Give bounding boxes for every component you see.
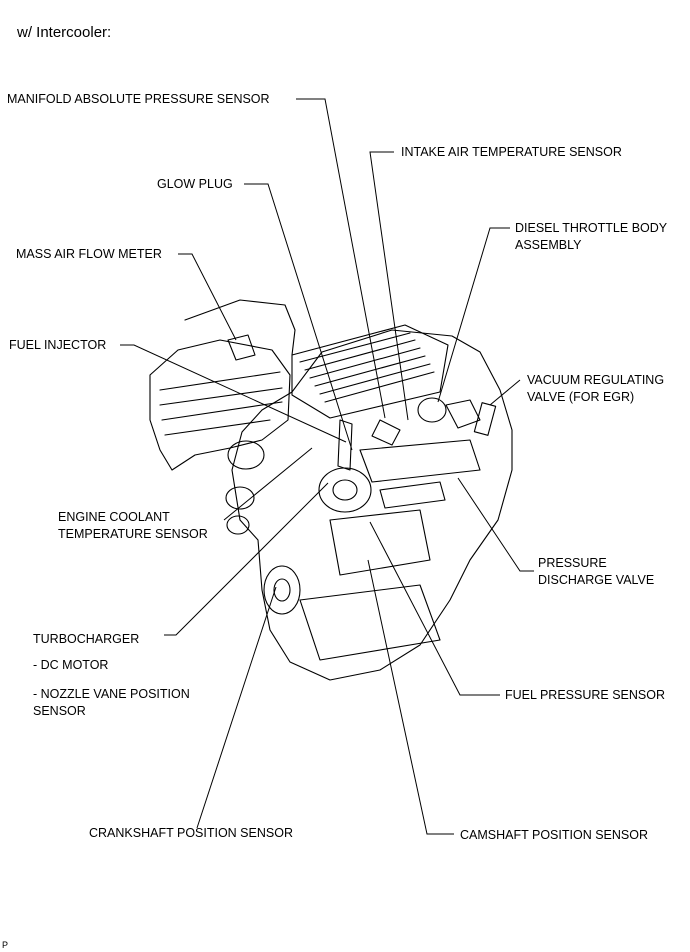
label-engine-coolant-temp-line2: TEMPERATURE SENSOR [58, 527, 208, 541]
leader-intake-air-temp [369, 151, 409, 421]
label-intake-air-temperature-sensor: INTAKE AIR TEMPERATURE SENSOR [401, 145, 622, 159]
label-engine-coolant-temp-line1: ENGINE COOLANT [58, 510, 170, 524]
label-diesel-throttle-body-line2: ASSEMBLY [515, 238, 582, 252]
turbocharger-housing [318, 467, 372, 513]
label-vacuum-regulating-valve-line2: VALVE (FOR EGR) [527, 390, 635, 404]
leader-fuel-injector [120, 344, 347, 443]
label-mass-air-flow-meter: MASS AIR FLOW METER [16, 247, 162, 261]
label-nozzle-vane-line1: - NOZZLE VANE POSITION [33, 687, 190, 701]
throttle-body [417, 397, 447, 423]
label-diesel-throttle-body-line1: DIESEL THROTTLE BODY [515, 221, 668, 235]
label-camshaft-position-sensor: CAMSHAFT POSITION SENSOR [460, 828, 648, 842]
label-glow-plug: GLOW PLUG [157, 177, 233, 191]
label-turbocharger: TURBOCHARGER [33, 632, 140, 646]
leader-map-sensor [296, 98, 386, 419]
leader-turbocharger [164, 482, 329, 636]
leader-camshaft [367, 559, 454, 835]
label-manifold-absolute-pressure-sensor: MANIFOLD ABSOLUTE PRESSURE SENSOR [7, 92, 270, 106]
leader-glow-plug [244, 183, 353, 451]
leader-fuel-pressure [369, 521, 500, 696]
label-dc-motor: - DC MOTOR [33, 658, 109, 672]
label-vacuum-regulating-valve-line1: VACUUM REGULATING [527, 373, 665, 387]
label-pressure-discharge-valve-line1: PRESSURE [538, 556, 607, 570]
label-fuel-pressure-sensor: FUEL PRESSURE SENSOR [505, 688, 665, 702]
leader-mass-air-flow [178, 253, 237, 341]
label-crankshaft-position-sensor: CRANKSHAFT POSITION SENSOR [89, 826, 293, 840]
leader-coolant-temp [223, 447, 313, 521]
label-pressure-discharge-valve-line2: DISCHARGE VALVE [538, 573, 655, 587]
label-nozzle-vane-line2: SENSOR [33, 704, 86, 718]
engine-block-outline [231, 329, 513, 681]
figure-code: P [2, 940, 9, 950]
leader-throttle-body [437, 227, 510, 403]
page-title: w/ Intercooler: [17, 24, 112, 41]
label-fuel-injector: FUEL INJECTOR [9, 338, 107, 352]
leader-crankshaft [196, 586, 277, 829]
leader-pressure-discharge [457, 477, 534, 572]
leader-vacuum-valve [489, 379, 521, 406]
crankshaft-pulley [263, 565, 301, 615]
air-cleaner-outline [149, 339, 291, 471]
intercooler-outline [291, 324, 449, 419]
